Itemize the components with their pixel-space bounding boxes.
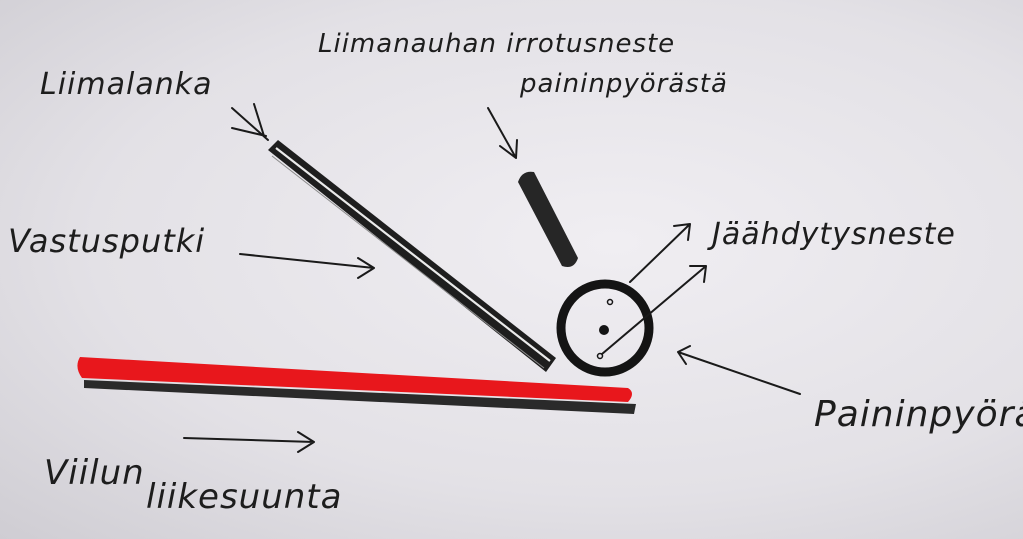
press-wheel-arrow <box>677 345 801 395</box>
label-release-fluid: Liimanauhan irrotusneste <box>318 29 675 59</box>
release-fluid-nozzle <box>518 171 578 267</box>
label-veneer-direction-2: liikesuunta <box>146 477 342 517</box>
label-press-wheel: Paininpyörä <box>814 394 1023 435</box>
veneer-red-strip <box>77 357 632 402</box>
resistance-tube <box>268 140 556 372</box>
veneer-direction-arrow <box>183 431 315 453</box>
release-fluid-arrow <box>487 107 518 159</box>
label-veneer-direction: Viilun <box>44 453 145 493</box>
coolant-arrow-lower <box>601 265 707 355</box>
label-resistance-tube: Vastusputki <box>8 222 205 260</box>
veneer-black-strip <box>84 380 636 414</box>
resistance-tube-arrow <box>239 253 375 279</box>
label-coolant: Jäähdytysneste <box>707 217 956 252</box>
press-wheel <box>556 279 654 377</box>
glue-wire-arrow <box>231 103 269 141</box>
label-glue-wire: Liimalanka <box>40 67 212 102</box>
label-release-fluid-2: paininpyörästä <box>519 69 728 99</box>
coolant-arrow-upper <box>629 223 691 283</box>
